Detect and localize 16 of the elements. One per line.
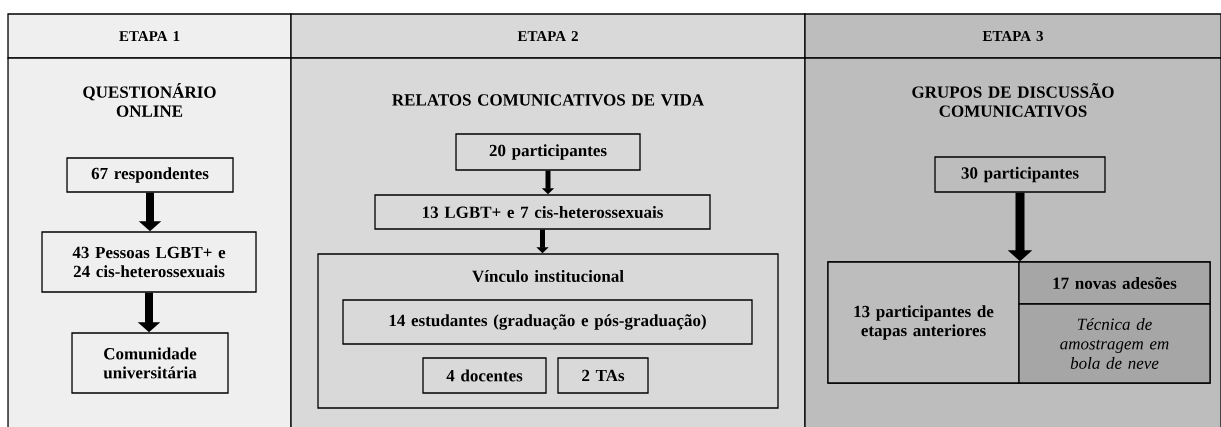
table-cell: Técnica de amostragem em bola de neve	[1018, 303, 1211, 384]
process-box: 2 TAs	[557, 357, 649, 394]
stage-header: ETAPA 1	[7, 13, 292, 59]
process-box: 67 respondentes	[66, 157, 234, 193]
process-box: 43 Pessoas LGBT+ e 24 cis-heterossexuais	[41, 231, 257, 293]
process-box: Comunidade universitária	[71, 332, 229, 394]
table-cell: 17 novas adesões	[1018, 261, 1211, 305]
node-label: ETAPA 3	[982, 30, 1044, 42]
process-box: 14 estudantes (graduação e pós-graduação)	[342, 299, 753, 345]
process-box: 4 docentes	[422, 357, 547, 394]
stage-header: ETAPA 2	[290, 13, 806, 59]
stage-header: ETAPA 3	[804, 13, 1221, 59]
process-box: 30 participantes	[934, 156, 1106, 193]
table-cell: 13 participantes de etapas anteriores	[827, 261, 1020, 384]
process-box: 13 LGBT+ e 7 cis-heterossexuais	[374, 194, 711, 230]
process-box: 20 participantes	[455, 133, 641, 171]
